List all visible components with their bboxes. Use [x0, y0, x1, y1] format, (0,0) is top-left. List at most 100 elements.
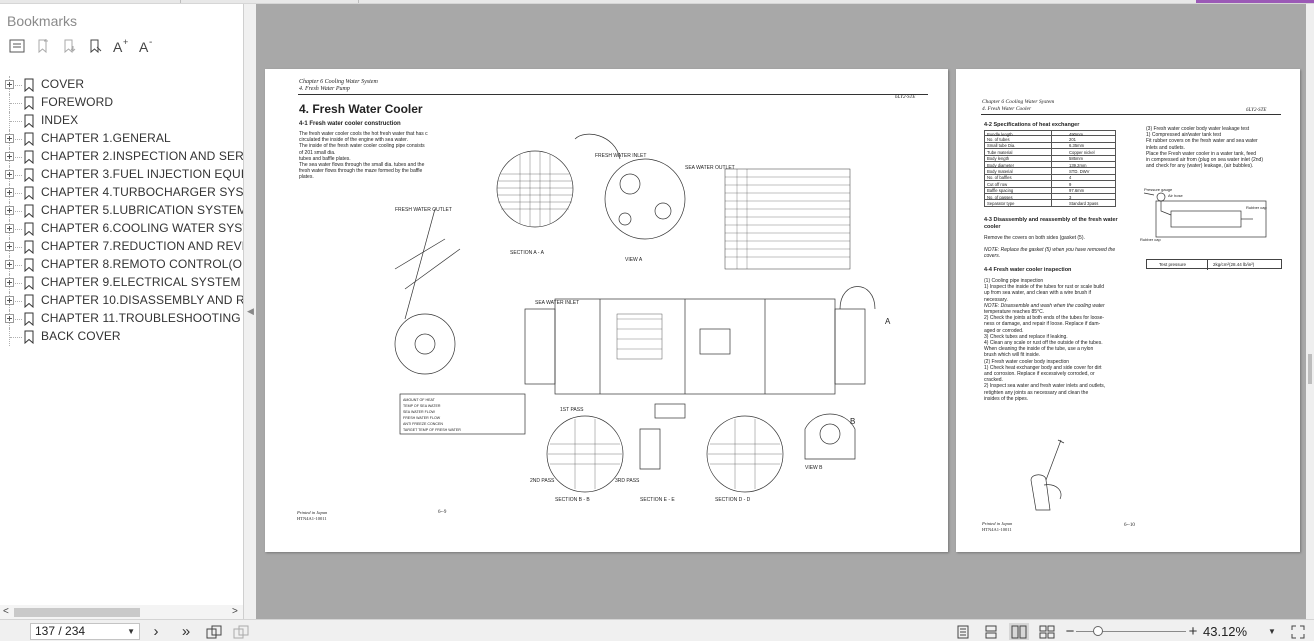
tree-line	[10, 265, 22, 266]
document-vertical-scrollbar[interactable]	[1306, 4, 1314, 619]
expand-icon[interactable]	[5, 260, 14, 269]
bookmark-label: CHAPTER 7.REDUCTION AND REVER	[41, 239, 244, 253]
scroll-left-icon[interactable]: <	[3, 606, 9, 617]
add-child-bookmark-icon[interactable]	[58, 37, 80, 55]
copy-view-icon[interactable]	[231, 623, 251, 640]
header-rule	[981, 114, 1281, 115]
zoom-in-icon[interactable]: +	[1188, 623, 1198, 640]
text-line: retighten any joints as necessary and cl…	[984, 389, 1089, 396]
bookmark-item[interactable]: CHAPTER 1.GENERAL	[0, 130, 243, 148]
expand-icon[interactable]	[5, 152, 14, 161]
scrollbar-thumb[interactable]	[1308, 354, 1312, 384]
text-line: (1) Cooling pipe inspection	[984, 278, 1044, 284]
add-bookmark-icon[interactable]	[32, 37, 54, 55]
previous-page-icon[interactable]: ›	[153, 623, 159, 640]
expand-icon[interactable]	[5, 242, 14, 251]
bookmark-item[interactable]: COVER	[0, 76, 243, 94]
zoom-out-icon[interactable]: −	[1065, 623, 1075, 640]
collapse-panel-icon[interactable]: ◀	[247, 306, 254, 316]
page-model: 6LY2-STE	[1246, 108, 1267, 113]
increase-font-icon[interactable]: A+	[110, 37, 132, 55]
options-menu-icon[interactable]	[6, 37, 28, 55]
expand-icon[interactable]	[5, 314, 14, 323]
bookmark-item[interactable]: CHAPTER 10.DISASSEMBLY AND REA	[0, 292, 243, 310]
bookmark-item[interactable]: CHAPTER 6.COOLING WATER SYSTE	[0, 220, 243, 238]
bookmark-item[interactable]: CHAPTER 3.FUEL INJECTION EQUIPM	[0, 166, 243, 184]
bookmark-item[interactable]: BACK COVER	[0, 328, 243, 346]
bookmark-label: CHAPTER 5.LUBRICATION SYSTEM	[41, 203, 244, 217]
label-1st-pass: 1ST PASS	[560, 407, 584, 413]
bookmark-item[interactable]: CHAPTER 4.TURBOCHARGER SYSTEM	[0, 184, 243, 202]
zoom-slider[interactable]	[1076, 626, 1186, 636]
spec-value: 97.6mm	[1069, 188, 1085, 194]
tree-line	[10, 85, 22, 86]
expand-icon[interactable]	[5, 278, 14, 287]
expand-icon[interactable]	[5, 134, 14, 143]
zoom-dropdown-icon[interactable]: ▼	[1268, 627, 1276, 636]
text-line: inlets and outlets.	[1146, 144, 1185, 151]
bookmark-icon	[24, 96, 34, 110]
bookmark-item[interactable]: CHAPTER 2.INSPECTION AND SERVI	[0, 148, 243, 166]
spec-divider	[1051, 131, 1052, 137]
rotate-view-icon[interactable]	[204, 623, 224, 640]
continuous-view-icon[interactable]	[982, 623, 1000, 640]
last-page-icon[interactable]: »	[181, 623, 191, 640]
page-number-input[interactable]: 137 / 234 ▼	[30, 623, 140, 640]
bookmark-icon	[24, 330, 34, 344]
zoom-slider-knob[interactable]	[1093, 626, 1103, 636]
spec-key: Cut off row	[987, 181, 1008, 187]
bookmark-item[interactable]: FOREWORD	[0, 94, 243, 112]
text-line: up from sea water, and clean with a wire…	[984, 290, 1091, 297]
label-view-b: VIEW B	[805, 465, 823, 471]
bookmark-item[interactable]: CHAPTER 11.TROUBLESHOOTING	[0, 310, 243, 328]
expand-icon[interactable]	[5, 206, 14, 215]
text-line: in compressed air from (plug on sea wate…	[1146, 157, 1263, 164]
expand-icon[interactable]	[5, 296, 14, 305]
inspection-title: 4-4 Fresh water cooler inspection	[984, 267, 1072, 273]
expand-bookmark-icon[interactable]	[84, 37, 106, 55]
fit-page-icon[interactable]	[1288, 623, 1308, 640]
chevron-down-icon[interactable]: ▼	[127, 627, 135, 636]
bookmarks-panel-title: Bookmarks	[7, 13, 78, 29]
expand-icon[interactable]	[5, 188, 14, 197]
label-sea-water-outlet: SEA WATER OUTLET	[685, 165, 735, 171]
bookmark-item[interactable]: CHAPTER 9.ELECTRICAL SYSTEM	[0, 274, 243, 292]
page-number: 6--10	[1124, 523, 1135, 528]
scrollbar-thumb[interactable]	[14, 608, 140, 617]
bookmark-icon	[24, 222, 34, 236]
spec-value: 9	[1069, 181, 1072, 187]
expand-icon[interactable]	[5, 170, 14, 179]
panel-splitter[interactable]: ◀	[244, 4, 256, 619]
tree-line	[10, 193, 22, 194]
single-page-view-icon[interactable]	[954, 623, 972, 640]
spec-value: 6.35mm	[1069, 143, 1085, 149]
decrease-font-icon[interactable]: A-	[136, 37, 158, 55]
spec-title: 4-2 Specifications of heat exchanger	[984, 122, 1080, 128]
bookmark-item[interactable]: CHAPTER 5.LUBRICATION SYSTEM	[0, 202, 244, 220]
top-tab-separator	[180, 0, 181, 3]
expand-icon[interactable]	[5, 224, 14, 233]
document-viewport[interactable]: Chapter 6 Cooling Water System 4. Fresh …	[256, 4, 1306, 619]
scroll-right-icon[interactable]: >	[232, 606, 238, 617]
tree-line	[10, 175, 22, 176]
svg-text:-: -	[149, 38, 152, 48]
bookmark-item[interactable]: CHAPTER 7.REDUCTION AND REVER	[0, 238, 244, 256]
text-line: The sea water flows through the small di…	[299, 162, 425, 169]
bookmark-label: CHAPTER 9.ELECTRICAL SYSTEM	[41, 275, 241, 289]
bookmark-icon	[24, 204, 34, 218]
cleaning-brush-illustration	[1030, 439, 1065, 511]
two-page-continuous-icon[interactable]	[1037, 623, 1057, 640]
expand-icon[interactable]	[5, 80, 14, 89]
printed-note: Printed in Japan	[982, 521, 1013, 526]
bookmarks-horizontal-scrollbar[interactable]: < >	[0, 605, 243, 619]
bookmark-item[interactable]: INDEX	[0, 112, 243, 130]
bookmark-item[interactable]: CHAPTER 8.REMOTO CONTROL(OPT	[0, 256, 243, 274]
bookmark-icon	[24, 150, 34, 164]
two-page-view-icon[interactable]	[1009, 623, 1029, 640]
spec-value: STD. DWV	[1069, 168, 1090, 174]
tree-line	[10, 229, 22, 230]
